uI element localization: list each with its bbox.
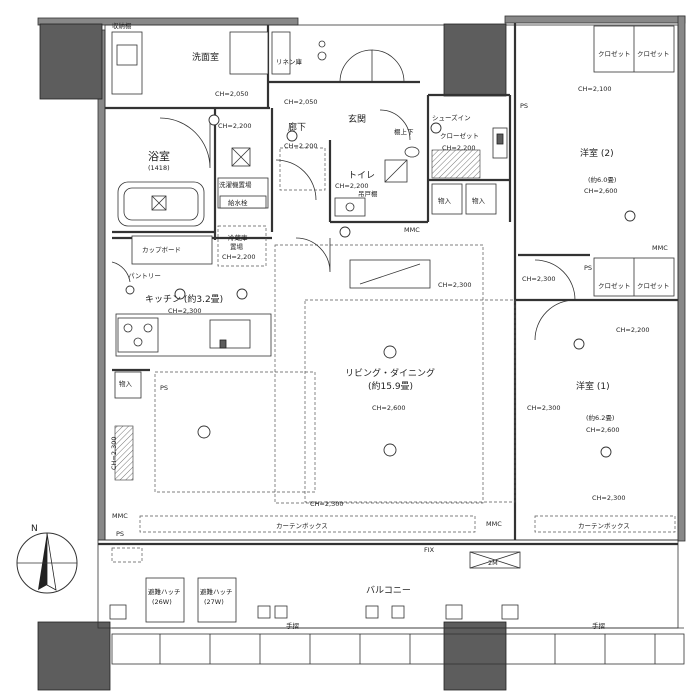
washroom-ch: CH=2,050 <box>215 90 248 98</box>
western2-size: (約6.0畳) <box>588 175 616 184</box>
closet-label-4: クロゼット <box>637 281 670 290</box>
shoes-closet-label-1: シューズイン <box>432 113 471 122</box>
ps-label-3: PS <box>160 384 168 392</box>
bath-label: 浴室 <box>148 149 170 163</box>
handrail-label-1: 手摺 <box>286 621 300 630</box>
toilet-label: トイレ <box>348 171 375 181</box>
bathtub <box>117 181 205 227</box>
hatch-a-label: 避難ハッチ <box>148 587 181 596</box>
ps-label-1: PS <box>520 102 528 110</box>
laundry-label-2: 給水栓 <box>228 198 248 207</box>
corridor-top-ch: CH=2,050 <box>284 98 317 106</box>
compass-north-label: N <box>31 524 38 534</box>
living-ch: CH=2,600 <box>372 404 405 412</box>
hall-fixture <box>231 147 326 191</box>
laundry-area <box>217 177 269 209</box>
mmc-label-1: MMC <box>404 226 420 234</box>
kitchen-label: キッチン (約3.2畳) <box>145 293 223 305</box>
mmc-label-2: MMC <box>652 244 668 252</box>
closet-label-3: クロゼット <box>598 281 631 290</box>
western1-size: (約6.2畳) <box>586 413 614 422</box>
hatch-b-label: 避難ハッチ <box>200 587 233 596</box>
western1-ch-bottom: CH=2,300 <box>592 494 625 502</box>
compass-rose <box>16 532 78 594</box>
toilet-shelf: 吊戸棚 <box>358 189 378 198</box>
structural-columns <box>37 23 507 691</box>
balcony-railing-posts <box>159 634 656 664</box>
ps-label-4: PS <box>116 530 124 538</box>
fix-label: FIX <box>424 546 435 554</box>
western1-ch: CH=2,600 <box>586 426 619 434</box>
entrance-storage <box>431 183 497 215</box>
living-ch-left: CH=2,300 <box>110 437 118 470</box>
western2-label: 洋室 (2) <box>580 147 614 159</box>
curtain-box-label-1: カーテンボックス <box>276 522 328 530</box>
mmc-label-4: MMC <box>486 520 502 528</box>
left-storage <box>114 371 142 481</box>
washroom-label: 洗面室 <box>192 51 219 63</box>
western2-ch-mid: CH=2,300 <box>522 275 555 283</box>
western1-ch-left: CH=2,300 <box>527 404 560 412</box>
laundry-label-1: 洗濯機置場 <box>219 180 252 189</box>
hatch-a-sub: (26W) <box>152 598 172 606</box>
linen-label: リネン庫 <box>276 57 303 66</box>
bath-size: (1418) <box>148 164 170 172</box>
living-label-2: (約15.9畳) <box>368 380 413 392</box>
curtain-boxes <box>139 515 676 533</box>
storage-label-1: 物入 <box>438 196 452 205</box>
shoes-closet-ch: CH=2,200 <box>442 144 475 152</box>
hall-ch: CH=2,200 <box>284 142 317 150</box>
balcony-label: バルコニー <box>366 585 411 596</box>
fridge-label-1: 冷蔵庫 <box>228 233 248 242</box>
mmc-label-3: MMC <box>112 512 128 520</box>
kitchen-counter <box>115 235 272 357</box>
storage-label-2: 物入 <box>472 196 486 205</box>
door-swings <box>111 49 576 341</box>
ceiling-lights <box>125 114 636 458</box>
shoes-closet-shelf: 棚上下 <box>394 127 414 136</box>
kitchen-ch: CH=2,300 <box>168 307 201 315</box>
living-ch-top: CH=2,300 <box>438 281 471 289</box>
living-fixture <box>154 244 516 504</box>
handrail-label-2: 手摺 <box>592 621 606 630</box>
western1-label: 洋室 (1) <box>576 380 610 392</box>
entrance-label: 玄関 <box>348 113 366 125</box>
toilet-ch: CH=2,200 <box>335 182 368 190</box>
toilet-fixture <box>334 146 420 217</box>
curtain-box-label-2: カーテンボックス <box>578 522 630 530</box>
living-ch-bottom: CH=2,300 <box>310 500 343 508</box>
shoes-closet-label-2: クローゼット <box>440 131 479 140</box>
closet-label-2: クロゼット <box>637 49 670 58</box>
shoes-closet-shelf <box>431 127 508 179</box>
closets-top <box>593 25 675 297</box>
storage-label-3: 物入 <box>119 379 133 388</box>
two-m-label: 2M <box>488 559 498 567</box>
western2-ch: CH=2,600 <box>584 187 617 195</box>
pantry-label: パントリー <box>128 272 161 280</box>
living-label-1: リビング・ダイニング <box>345 367 435 379</box>
balcony-area <box>97 539 685 665</box>
cupboard-label: カップボード <box>142 246 181 254</box>
hall-label: 廊下 <box>288 121 306 133</box>
fridge-area <box>217 225 267 267</box>
western2-ch-top: CH=2,100 <box>578 85 611 93</box>
hatch-b-sub: (27W) <box>204 598 224 606</box>
washroom-vanity <box>111 31 327 95</box>
fridge-label-2: 置場 <box>230 242 244 251</box>
closet-label-1: クロゼット <box>598 49 631 58</box>
washroom-shelf-label: 収納棚 <box>112 21 132 30</box>
fridge-ch: CH=2,200 <box>222 253 255 261</box>
bath-ch: CH=2,200 <box>218 122 251 130</box>
western1-ch-closet: CH=2,200 <box>616 326 649 334</box>
ps-label-2: PS <box>584 264 592 272</box>
